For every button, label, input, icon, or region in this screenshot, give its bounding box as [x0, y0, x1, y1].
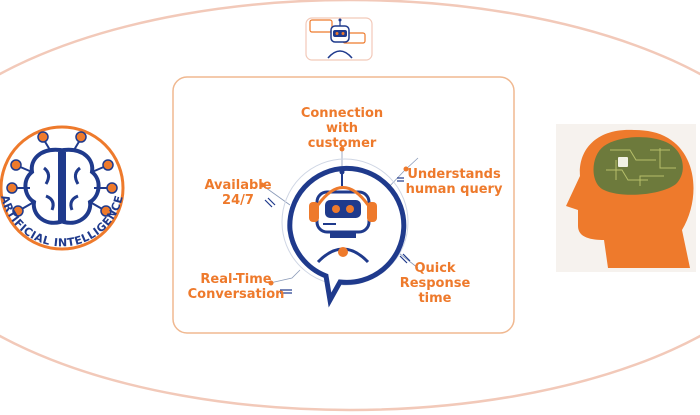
label-realtime: Real-Time Conversation	[187, 272, 285, 302]
robot-chat-bubble-icon	[281, 158, 409, 308]
head-circuit-brain-icon	[556, 124, 696, 272]
ai-brain-logo-icon: ARTIFICIAL INTELLIGENCE	[0, 125, 125, 251]
label-understands: Understands human query	[405, 167, 503, 197]
label-quick: Quick Response time	[399, 261, 471, 306]
connector-ticks	[264, 177, 411, 294]
chatbot-icon	[305, 17, 373, 61]
label-available: Available 24/7	[204, 178, 272, 208]
label-connection: Connection with customer	[300, 106, 384, 151]
